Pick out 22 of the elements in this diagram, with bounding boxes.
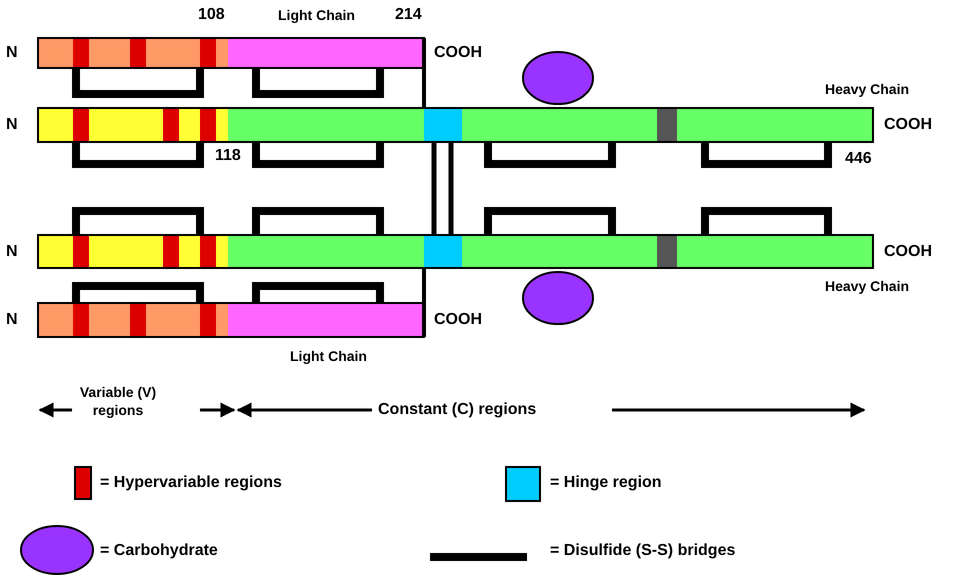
legend-text: = Disulfide (S-S) bridges: [550, 542, 736, 560]
terminus-label: N: [6, 243, 18, 261]
terminus-label: COOH: [434, 44, 482, 62]
residue-number: 118: [215, 147, 241, 165]
chain-label: Heavy Chain: [825, 80, 910, 98]
legend-text: = Hinge region: [550, 474, 662, 492]
residue-number: 446: [845, 150, 872, 168]
chain-label: Light Chain: [290, 347, 367, 365]
terminus-label: COOH: [434, 311, 482, 329]
legend-text: = Hypervariable regions: [100, 474, 282, 492]
residue-number: 214: [395, 6, 422, 24]
terminus-label: COOH: [884, 116, 932, 134]
terminus-label: N: [6, 44, 18, 62]
terminus-label: N: [6, 311, 18, 329]
chain-label: Heavy Chain: [825, 277, 910, 295]
chain-label: Light Chain: [278, 6, 355, 24]
region-label: Variable (V) regions: [78, 383, 158, 419]
region-label: Constant (C) regions: [378, 401, 536, 419]
residue-number: 108: [198, 6, 225, 24]
terminus-label: COOH: [884, 243, 932, 261]
terminus-label: N: [6, 116, 18, 134]
legend-text: = Carbohydrate: [100, 542, 218, 560]
